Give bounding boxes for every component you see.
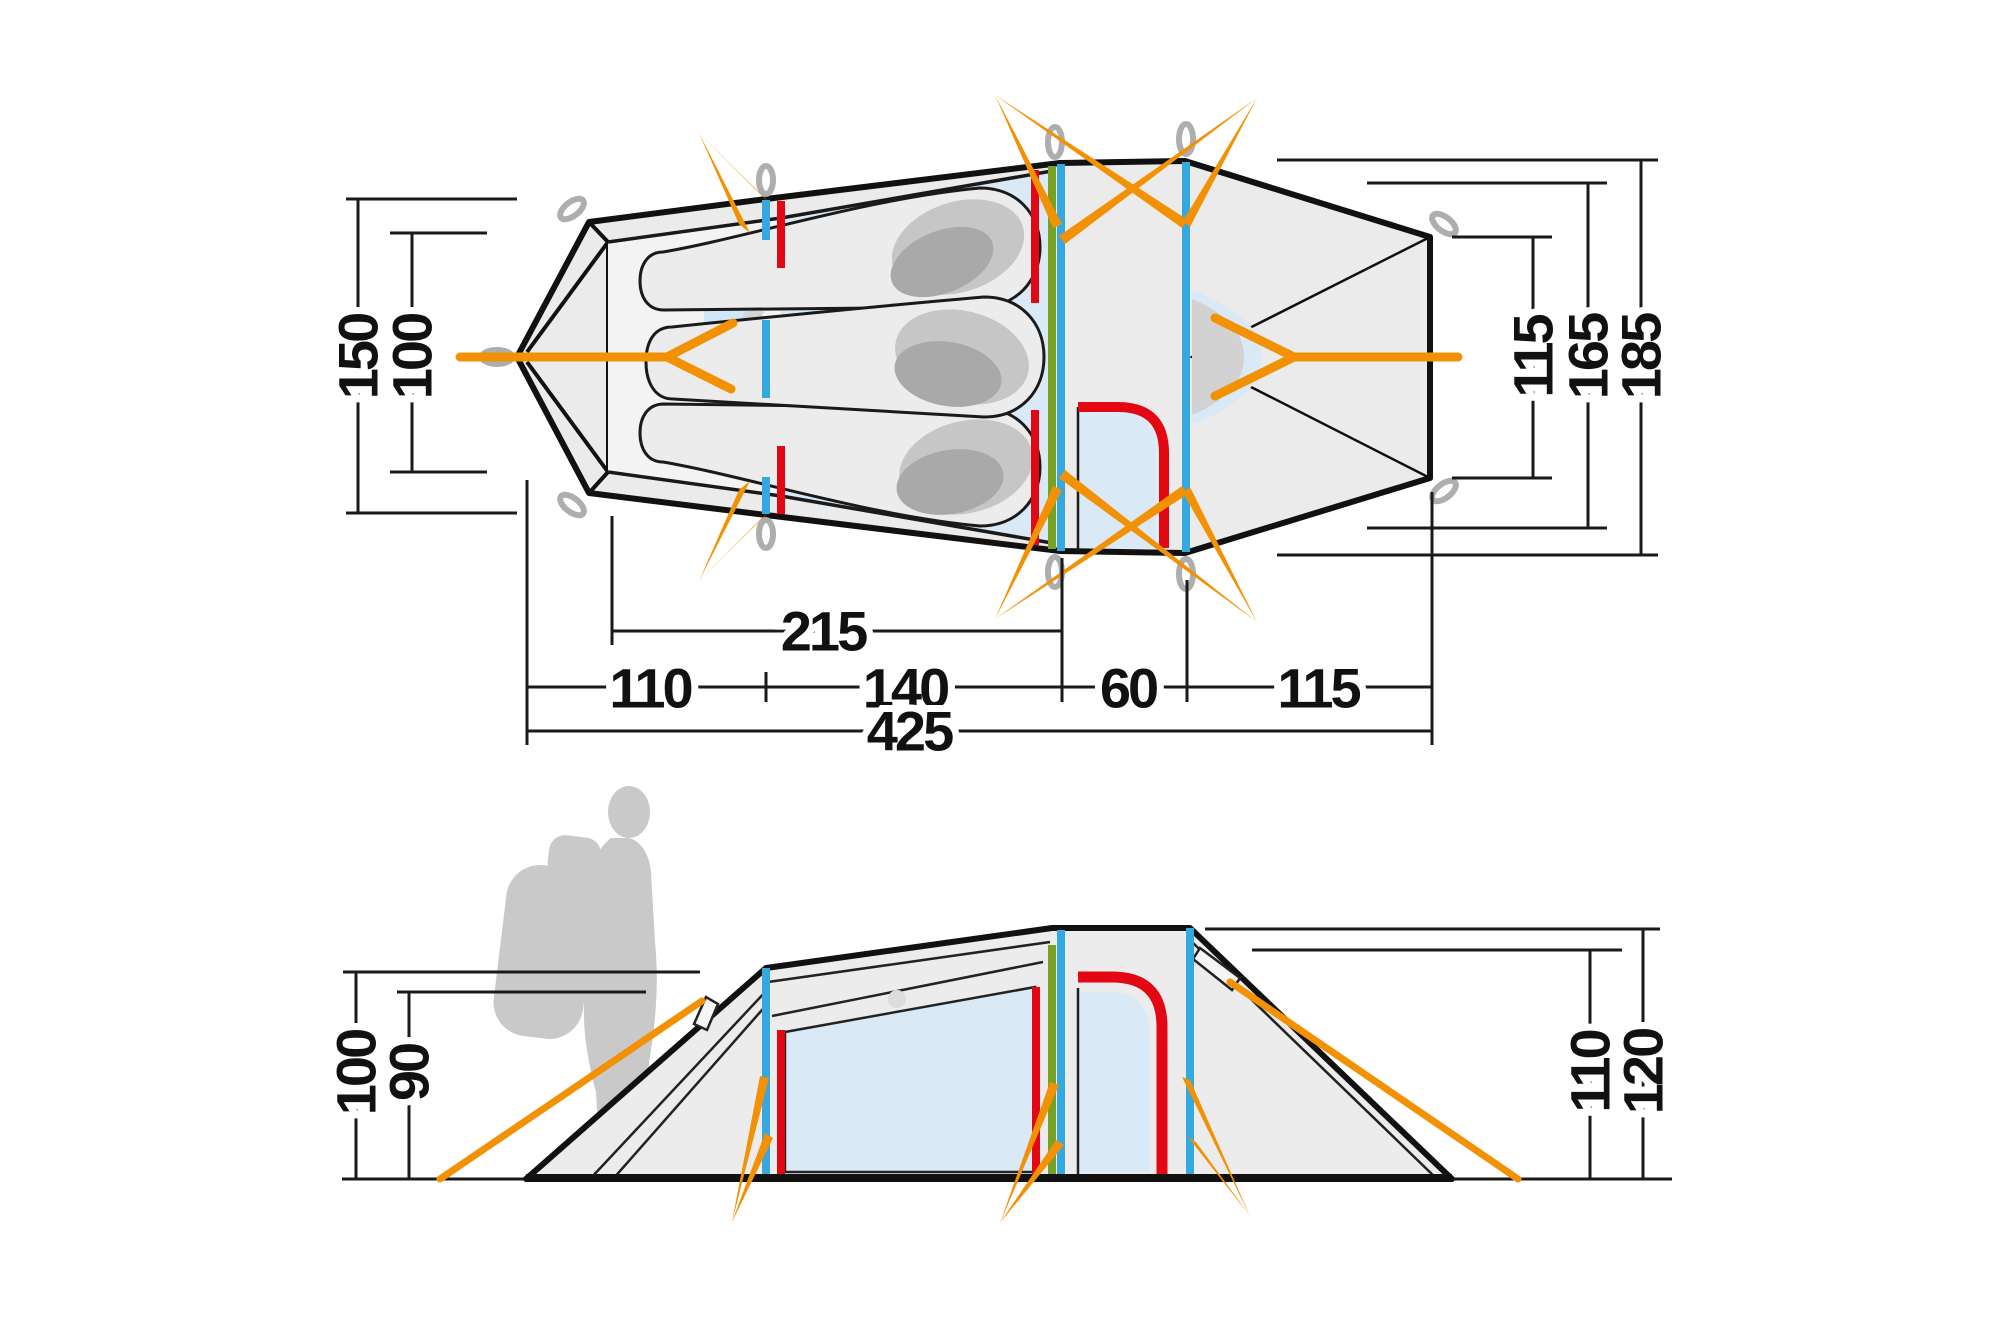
dim-label-100: 100 xyxy=(381,314,444,399)
dim-label-115-right: 115 xyxy=(1502,314,1565,397)
dim-label-110: 110 xyxy=(609,657,691,720)
guy-line-left-long xyxy=(436,997,706,1183)
dim-label-150: 150 xyxy=(327,314,390,399)
dim-label-115-bottom: 115 xyxy=(1277,657,1360,720)
stake-loop xyxy=(557,195,587,223)
dim-row-215 xyxy=(610,617,1064,645)
dim-label-165: 165 xyxy=(1557,313,1620,399)
guy-strand xyxy=(1188,1137,1250,1216)
pillow-bottom-shade xyxy=(896,449,1004,515)
dim-row-segments xyxy=(525,672,1434,702)
guy-strand xyxy=(699,133,750,233)
backpack-pouch xyxy=(547,835,601,882)
dim-label-185: 185 xyxy=(1610,313,1673,399)
person-head xyxy=(608,786,650,838)
stake-loop xyxy=(557,491,587,519)
vent-flap-left xyxy=(692,995,720,1032)
side-view-elevation: 100 90 110 120 xyxy=(318,786,1682,1223)
dim-left-150 xyxy=(346,197,517,515)
guy-line-right-y xyxy=(1210,313,1463,401)
guy-line-left-y xyxy=(455,318,738,394)
stake-loop xyxy=(756,517,776,551)
guy-line-right-long xyxy=(1226,978,1522,1183)
dim-label-425: 425 xyxy=(867,700,953,763)
guy-strand xyxy=(995,95,1062,228)
guy-strand xyxy=(732,1133,773,1222)
guy-line-strands-side xyxy=(732,1076,1250,1223)
guy-strand xyxy=(699,481,750,581)
guy-lines-plan xyxy=(455,95,1463,622)
dim-label-215: 215 xyxy=(781,600,867,663)
tent-inner-lines-side xyxy=(589,940,1438,1180)
dimensions-plan xyxy=(346,158,1658,745)
dim-label-side-100: 100 xyxy=(325,1030,388,1115)
guy-strand xyxy=(1059,98,1257,244)
pillows xyxy=(890,199,1033,515)
dim-side-120 xyxy=(1205,927,1660,1179)
guy-strand xyxy=(699,133,770,203)
backpack xyxy=(493,865,597,1039)
vestibule-door-opening-plan xyxy=(1078,410,1156,548)
dimension-labels-side: 100 90 110 120 xyxy=(318,1022,1682,1122)
dim-side-90 xyxy=(397,990,646,1179)
guy-strand xyxy=(1183,98,1257,227)
dim-row-425 xyxy=(525,717,1434,745)
guy-strand xyxy=(1000,1140,1064,1223)
guy-strand xyxy=(995,486,1188,619)
dimensions-side xyxy=(343,927,1660,1179)
dim-left-100 xyxy=(390,231,487,474)
guy-line-strands xyxy=(699,95,1257,622)
dim-side-100 xyxy=(343,970,700,1179)
vestibule-door-zip-red-plan xyxy=(1078,402,1169,548)
dim-label-140: 140 xyxy=(863,657,948,720)
dimension-labels-plan: 150 100 115 165 185 215 110 140 60 115 4… xyxy=(320,306,1680,770)
top-view-floor-plan: 150 100 115 165 185 215 110 140 60 115 4… xyxy=(320,95,1680,770)
stake-loop xyxy=(1429,210,1459,238)
dim-label-side-120: 120 xyxy=(1612,1029,1675,1114)
stake-loop xyxy=(756,163,776,197)
dim-right-165 xyxy=(1367,181,1607,530)
guy-strand xyxy=(1182,1077,1250,1216)
vestibule-door-zip-red-side xyxy=(1078,971,1168,1174)
guy-strand xyxy=(732,1076,769,1222)
dim-label-60: 60 xyxy=(1100,657,1157,720)
guy-strand xyxy=(1183,487,1257,622)
guy-strand xyxy=(995,95,1188,228)
guy-strand xyxy=(995,486,1062,619)
window-toggle xyxy=(888,990,906,1008)
dim-side-110 xyxy=(1252,948,1622,1179)
guy-lines-side xyxy=(436,978,1522,1223)
dim-label-side-110: 110 xyxy=(1559,1030,1622,1112)
dim-right-115 xyxy=(1452,235,1552,480)
guy-strand xyxy=(1059,470,1257,622)
dim-right-185 xyxy=(1277,158,1658,557)
vestibule-door-opening-side xyxy=(1078,992,1150,1172)
dim-label-side-90: 90 xyxy=(378,1044,441,1101)
pillow-top-shade xyxy=(890,226,994,298)
pillow-middle-shade xyxy=(894,341,1002,407)
stake-loop xyxy=(1176,121,1196,157)
guy-strand xyxy=(1000,1082,1059,1223)
guy-strand xyxy=(699,511,770,581)
